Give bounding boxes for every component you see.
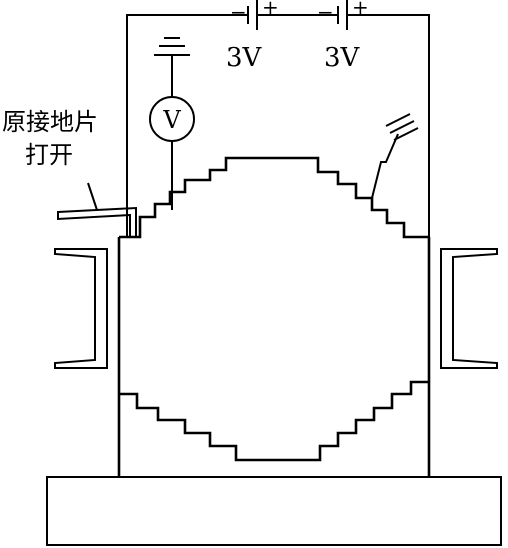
top-wire-right	[347, 14, 430, 237]
annotation-line-2: 打开	[25, 141, 73, 169]
battery-2-plus-sign: +	[352, 0, 369, 19]
upper-stepped-outline	[119, 156, 429, 239]
lower-stepped-outline	[119, 380, 429, 462]
battery-1-minus-sign: −	[230, 0, 247, 24]
grounding-tab-opened	[57, 206, 137, 238]
battery-2-voltage-label: 3V	[324, 43, 361, 73]
annotation-line-1: 原接地片	[2, 108, 98, 136]
battery-1-plus-sign: +	[262, 0, 279, 19]
battery-2-minus-sign: −	[317, 0, 334, 24]
probe-ground-line-1	[385, 113, 411, 127]
lightning-discharge-icon	[371, 133, 399, 199]
probe-ground-line-2	[389, 120, 415, 134]
left-mounting-bracket	[54, 248, 108, 369]
base-plate	[46, 476, 502, 546]
top-wire-left	[126, 14, 248, 237]
battery-1-voltage-label: 3V	[226, 43, 263, 73]
voltmeter-symbol: V	[162, 106, 181, 134]
right-mounting-bracket	[440, 248, 498, 369]
probe-ground-line-3	[393, 127, 419, 141]
annotation-leader-line	[87, 182, 98, 211]
